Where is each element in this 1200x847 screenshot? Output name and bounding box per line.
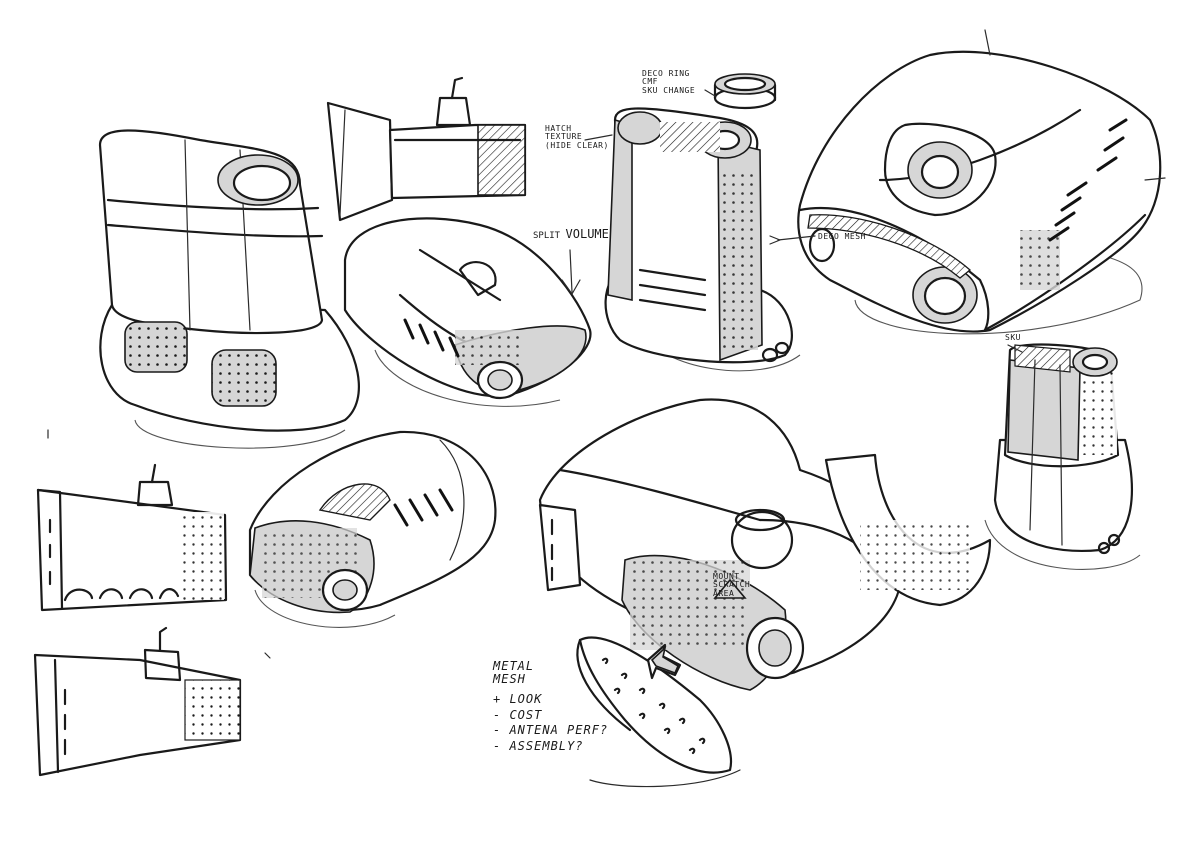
sketch-split-volume-viewer: [343, 217, 592, 407]
metal-mesh-point-assembly: - Assembly?: [493, 738, 584, 753]
sketch-flat-panel-side: [36, 429, 228, 612]
mount-scratch-note: Mount scratch area: [713, 572, 751, 598]
hatch-texture-line-3: (hide clear): [545, 140, 609, 150]
metal-mesh-point-antenna: - Antena perf?: [493, 723, 609, 738]
sketch-dual-eyepiece-upright: [604, 73, 801, 372]
deco-ring-line-3: SKU change: [642, 85, 696, 95]
sketch-large-rounded-block: [797, 29, 1166, 335]
metal-mesh-point-look: + Look: [493, 692, 543, 707]
sketch-tilted-viewer: [248, 430, 497, 628]
hatch-texture-note: Hatch texture (hide clear): [545, 124, 609, 150]
sketch-upright-speaker: [98, 129, 360, 449]
deco-ring-note: Deco ring CMF SKU change: [642, 69, 696, 95]
metal-mesh-point-cost: - Cost: [493, 707, 543, 722]
mount-scratch-line-2: scratch: [713, 580, 751, 590]
sketch-large-mount-unit: [538, 398, 992, 788]
hatch-texture-line-2: texture: [545, 132, 583, 142]
mount-scratch-line-3: area: [713, 588, 735, 598]
metal-mesh-title-line-2: mesh: [493, 671, 526, 686]
metal-mesh-note: Metal mesh + Look - Cost - Antena perf? …: [493, 660, 608, 753]
sketch-side-view-antenna: [326, 76, 527, 222]
deco-mesh-note: Deco mesh: [818, 232, 866, 241]
split-volume-line-2: Volume: [565, 227, 609, 241]
sketch-antenna-side-view: [33, 626, 271, 777]
deco-ring-line-2: CMF: [642, 77, 658, 87]
split-volume-note: Split Volume: [533, 228, 609, 241]
sketch-small-mesh-column: [984, 343, 1141, 570]
annotation-leaders: [584, 89, 1023, 353]
hatch-texture-line-1: Hatch: [545, 124, 572, 133]
split-volume-line-1: Split: [533, 231, 561, 241]
sketch-mesh-sleeve: [576, 636, 733, 774]
metal-mesh-title-line-1: Metal: [493, 659, 535, 673]
deco-ring-line-1: Deco ring: [642, 69, 690, 78]
sku-note: SKU: [1005, 333, 1021, 342]
mount-scratch-line-1: Mount: [713, 572, 740, 581]
